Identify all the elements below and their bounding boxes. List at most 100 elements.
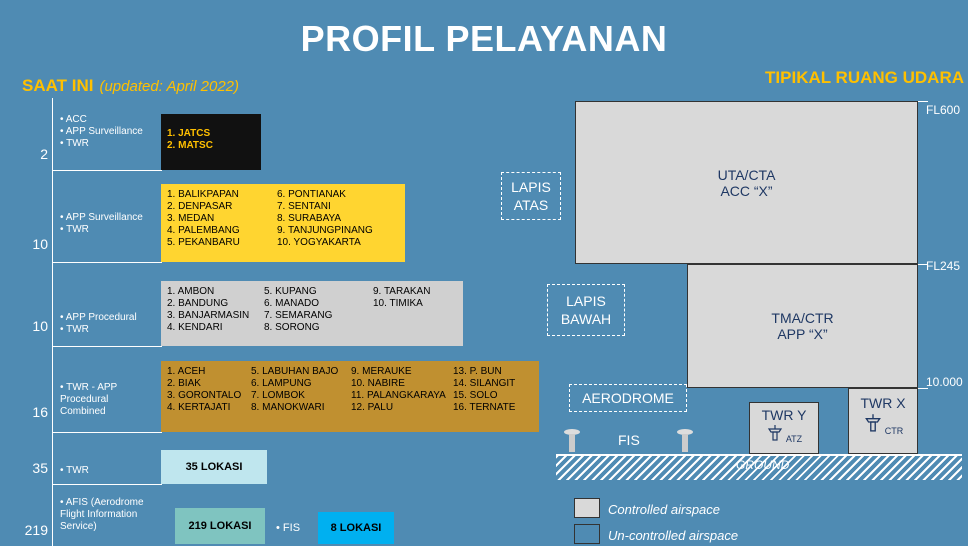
uncontrolled-legend-swatch [574,524,600,544]
desc-item: TWR [60,138,143,150]
desc-item: APP Surveillance [60,212,143,224]
row-divider [52,170,162,171]
row-count: 2 [40,146,48,162]
row-count: 35 [32,460,48,476]
aerodrome-box: AERODROME [569,384,687,412]
controlled-legend-swatch [574,498,600,518]
list-item: 7. SENTANI [277,201,331,212]
row-description: TWR - APP Procedural Combined [60,382,156,418]
level-fl600: FL600 [926,103,961,117]
ground-area [556,454,962,480]
updated-text: (updated: April 2022) [99,78,240,95]
level-line [918,264,928,265]
list-item: 6. MANADO [264,298,320,309]
tma-ctr-block: TMA/CTR APP “X” [687,264,918,388]
list-item: 7. LOMBOK [251,390,305,401]
app-label: APP “X” [777,326,828,342]
lapis-atas-box: LAPIS ATAS [501,172,561,220]
tma-label: TMA/CTR [771,310,834,326]
twr-y-block: TWR Y ATZ [749,402,819,454]
list-item: 13. P. BUN [453,366,502,377]
typical-airspace-label: TIPIKAL RUANG UDARA [765,68,964,87]
ground-label: GROUND [736,458,790,472]
list-item: 6. PONTIANAK [277,189,346,200]
list-item: 2. MATSC [167,140,213,151]
list-item: 9. TANJUNGPINANG [277,225,373,236]
list-item: 16. TERNATE [453,402,516,413]
list-item: 2. BANDUNG [167,298,229,309]
desc-item: AFIS (Aerodrome Flight Information Servi… [60,497,160,533]
row-count: 16 [32,404,48,420]
list-item: 11. PALANGKARAYA [351,390,446,401]
desc-item: TWR - APP Procedural Combined [60,382,156,418]
list-item: 9. TARAKAN [373,286,431,297]
list-item: 7. SEMARANG [264,310,333,321]
list-item: 5. LABUHAN BAJO [251,366,339,377]
location-list-box: 1. AMBON 2. BANDUNG 3. BANJARMASIN 4. KE… [161,281,463,346]
list-item: 9. MERAUKE [351,366,412,377]
control-tower-icon [766,423,784,444]
fis-location-box: 8 LOKASI [318,512,394,544]
list-item: 1. AMBON [167,286,215,297]
row-divider [52,346,162,347]
location-count-box: 219 LOKASI [175,508,265,544]
row-count: 10 [32,236,48,252]
row-divider [52,432,162,433]
twr-y-label: TWR Y [761,407,807,423]
center-list-box: 1. JATCS 2. MATSC [161,114,261,170]
list-item: 15. SOLO [453,390,498,401]
uta-label: UTA/CTA [717,166,776,183]
desc-item: TWR [60,465,89,477]
row-divider [52,484,162,485]
level-10000: 10.000 [926,375,963,389]
level-fl245: FL245 [926,259,961,273]
twr-x-block: TWR X CTR [848,388,918,454]
afis-tower-icon [563,428,581,459]
list-item: 6. LAMPUNG [251,378,312,389]
list-item: 8. SORONG [264,322,320,333]
list-item: 8. MANOKWARI [251,402,325,413]
afis-tower-icon [676,428,694,459]
row-description: ACC APP Surveillance TWR [60,114,143,150]
list-item: 1. ACEH [167,366,206,377]
fis-label-text: FIS [282,522,301,534]
location-count-box: 35 LOKASI [161,450,267,484]
list-item: 8. SURABAYA [277,213,342,224]
location-list-box: 1. ACEH 2. BIAK 3. GORONTALO 4. KERTAJAT… [161,361,539,432]
list-item: 5. KUPANG [264,286,317,297]
current-label-text: SAAT INI [22,76,94,95]
desc-item: TWR [60,224,143,236]
list-item: 1. BALIKPAPAN [167,189,239,200]
page-title: PROFIL PELAYANAN [300,18,668,59]
current-label: SAAT INI (updated: April 2022) [22,76,239,96]
lapis-bawah-box: LAPIS BAWAH [547,284,625,336]
uta-cta-block: UTA/CTA ACC “X” [575,101,918,264]
desc-item: APP Procedural [60,312,137,324]
row-description: TWR [60,465,89,477]
list-item: 1. JATCS [167,128,211,139]
uncontrolled-legend-label: Un-controlled airspace [608,528,739,543]
level-line [918,101,928,102]
list-item: 3. BANJARMASIN [167,310,250,321]
row-description: APP Surveillance TWR [60,212,143,236]
list-item: 2. BIAK [167,378,201,389]
vertical-divider [52,98,53,546]
desc-item: TWR [60,324,137,336]
location-list-box: 1. BALIKPAPAN 2. DENPASAR 3. MEDAN 4. PA… [161,184,405,262]
row-count: 219 [24,522,48,538]
level-line [918,388,928,389]
row-count: 10 [32,318,48,334]
list-item: 4. KENDARI [167,322,223,333]
controlled-legend-label: Controlled airspace [608,502,721,517]
row-divider [52,262,162,263]
acc-label: ACC “X” [720,182,773,199]
ctr-label: CTR [884,426,904,436]
list-item: 4. PALEMBANG [167,225,240,236]
list-item: 2. DENPASAR [167,201,233,212]
control-tower-icon [863,411,883,436]
list-item: 10. TIMIKA [373,298,423,309]
twr-x-label: TWR X [860,395,906,411]
list-item: 5. PEKANBARU [167,237,240,248]
fis-area-label: FIS [618,432,640,448]
row-description: AFIS (Aerodrome Flight Information Servi… [60,497,160,533]
